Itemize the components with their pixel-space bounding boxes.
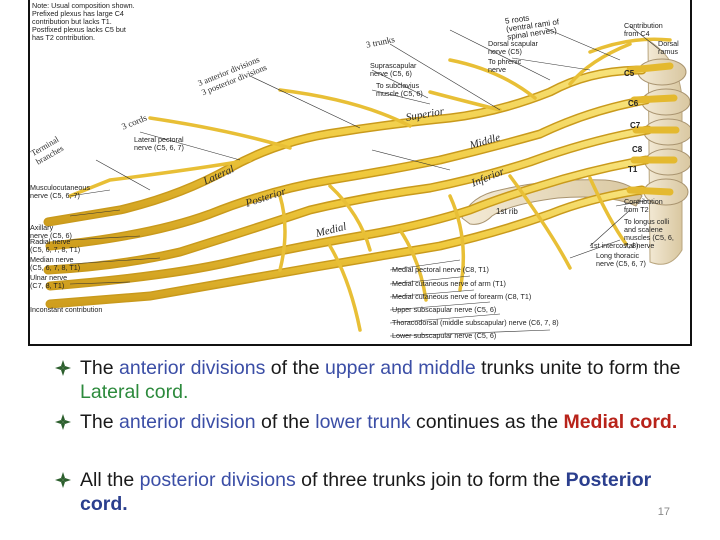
contribution-c4-label: Contribution from C4	[624, 21, 663, 38]
axillary-label: Axillary nerve (C5, 6)	[30, 223, 72, 240]
first-rib-label: 1st rib	[496, 207, 518, 216]
diamond-bullet-icon	[55, 360, 71, 376]
vertebra-c8-label: C8	[632, 145, 643, 154]
bullet-text-segment: The	[80, 411, 120, 433]
longus-colli-label: To longus colli and scalene muscles (C5,…	[624, 217, 674, 250]
bullet-text-segment: The	[80, 357, 120, 379]
vertebra-c6-label: C6	[628, 99, 639, 108]
median-label: Median nerve (C5, 6, 7, 8, T1)	[30, 255, 81, 272]
musculocutaneous-label: Musculocutaneous nerve (C5, 6, 7)	[30, 183, 90, 200]
suprascapular-label: Suprascapular nerve (C5, 6)	[370, 61, 417, 78]
vertebra-c7-label: C7	[630, 121, 641, 130]
bullet-text-segment: lower trunk	[315, 411, 411, 433]
ulnar-label: Ulnar nerve (C7, 8, T1)	[30, 273, 68, 290]
bullet-text-segment: of three trunks join to form the	[295, 469, 566, 491]
description-box: The anterior divisions of the upper and …	[28, 348, 692, 530]
medial-cut-forearm-label: Medial cutaneous nerve of forearm (C8, T…	[392, 292, 532, 301]
bullet-text: All the posterior divisions of three tru…	[54, 468, 694, 516]
upper-subscapular-label: Upper subscapular nerve (C5, 6)	[392, 305, 497, 314]
bullet-text: The anterior division of the lower trunk…	[54, 410, 694, 434]
bullet-text-segment: continues as the	[410, 411, 564, 433]
bullet-text-segment: All the	[80, 469, 140, 491]
slide-number: 17	[657, 506, 670, 518]
brachial-plexus-drawing	[43, 25, 690, 337]
diamond-bullet-icon	[55, 414, 71, 430]
diamond-bullet-icon	[55, 472, 71, 488]
bullet-text-segment: anterior division	[119, 411, 256, 433]
bullet-text-segment: upper and middle	[324, 357, 476, 379]
medial-pectoral-label: Medial pectoral nerve (C8, T1)	[392, 265, 489, 274]
leader-lines	[69, 25, 661, 337]
subclavius-label: To subclavius muscle (C5, 6)	[376, 81, 423, 98]
nerve-bundle	[43, 37, 680, 332]
contribution-t2-label: Contribution from T2	[624, 197, 663, 214]
bullet-text-segment: anterior divisions	[119, 357, 266, 379]
bullet-text: The anterior divisions of the upper and …	[54, 356, 694, 404]
bullet-text-segment: Posterior cord.	[80, 469, 652, 515]
first-intercostal-label: 1st intercostal nerve	[590, 241, 655, 250]
to-phrenic-label: To phrenic nerve	[488, 57, 522, 74]
lateral-pectoral-label: Lateral pectoral nerve (C5, 6, 7)	[134, 135, 184, 152]
bullet-item: All the posterior divisions of three tru…	[54, 468, 694, 516]
bullet-text-segment: Medial cord.	[563, 411, 678, 433]
inconstant-label: Inconstant contribution	[30, 305, 103, 314]
vertebra-t1-label: T1	[628, 165, 638, 174]
bullet-text-segment: of the	[265, 357, 325, 379]
note-label: Note: Usual composition shown. Prefixed …	[32, 1, 135, 42]
bullet-item: The anterior divisions of the upper and …	[54, 356, 694, 404]
bullet-item: The anterior division of the lower trunk…	[54, 410, 694, 434]
bullet-text-segment: Lateral cord.	[80, 381, 189, 403]
brachial-plexus-figure: Note: Usual composition shown. Prefixed …	[28, 0, 692, 346]
bullet-text-segment: trunks unite to form the	[475, 357, 681, 379]
long-thoracic-label: Long thoracic nerve (C5, 6, 7)	[596, 251, 646, 268]
lower-subscapular-label: Lower subscapular nerve (C5, 6)	[392, 331, 497, 340]
dorsal-scapular-label: Dorsal scapular nerve (C5)	[488, 39, 538, 56]
bullet-text-segment: posterior divisions	[139, 469, 296, 491]
radial-label: Radial nerve (C5, 6, 7, 8, T1)	[30, 237, 81, 254]
dorsal-ramus-label: Dorsal ramus	[658, 39, 679, 56]
vertebra-c5-label: C5	[624, 69, 635, 78]
thoracodorsal-label: Thoracodorsal (middle subscapular) nerve…	[392, 318, 559, 327]
bullet-text-segment: of the	[255, 411, 316, 433]
medial-cut-arm-label: Medial cutaneous nerve of arm (T1)	[392, 279, 506, 288]
